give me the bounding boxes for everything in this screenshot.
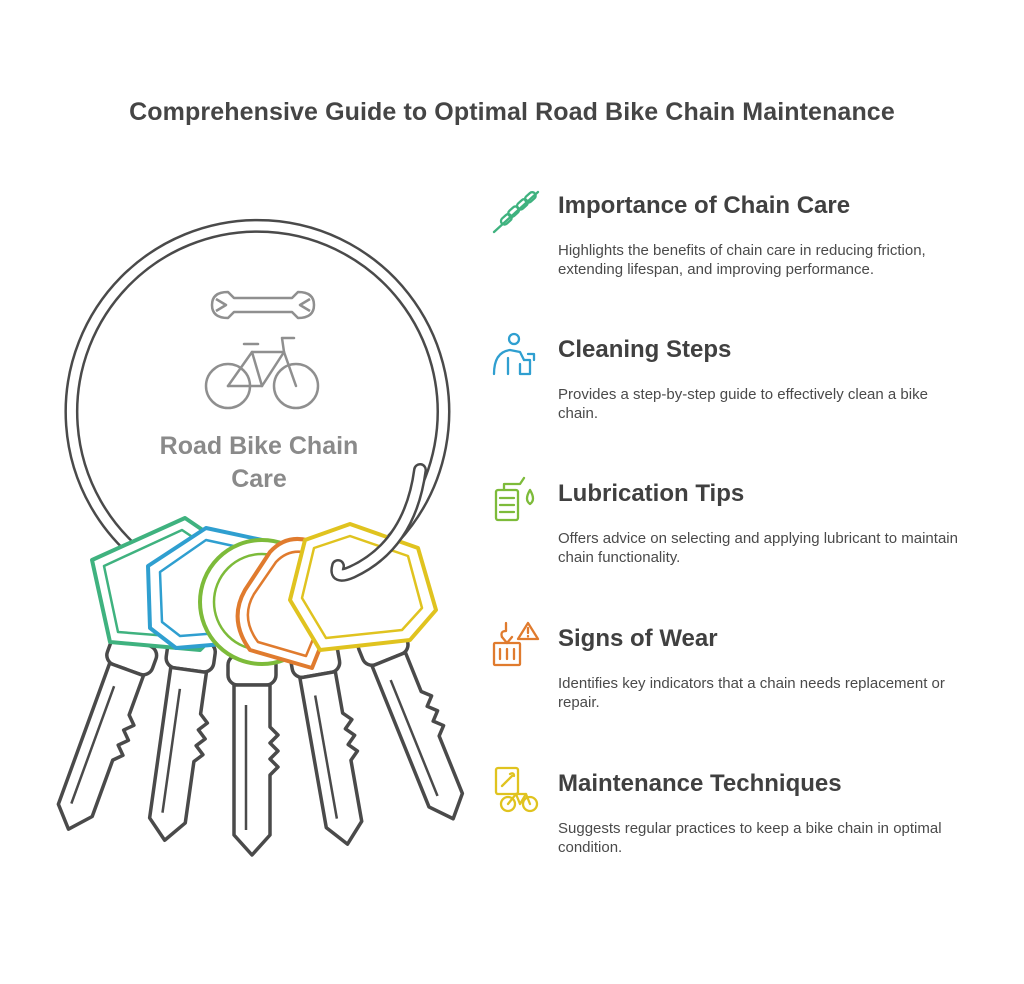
key-2 — [147, 636, 218, 842]
key-1 — [56, 634, 159, 831]
item-heading: Maintenance Techniques — [558, 770, 842, 797]
item-heading: Importance of Chain Care — [558, 192, 851, 219]
item-heading: Signs of Wear — [558, 625, 718, 652]
wrench-icon — [210, 290, 316, 320]
item-heading: Lubrication Tips — [558, 480, 745, 507]
key-head-yellow — [288, 522, 438, 652]
oil-can-icon — [494, 476, 535, 522]
warning-crate-icon — [492, 621, 540, 667]
chain-icon — [492, 190, 540, 234]
bicycle-icon — [204, 336, 320, 410]
item-description: Provides a step-by-step guide to effecti… — [558, 386, 928, 422]
bike-repair-icon — [494, 766, 539, 813]
page-title: Comprehensive Guide to Optimal Road Bike… — [129, 98, 895, 126]
item-description: Offers advice on selecting and applying … — [558, 530, 958, 566]
cleaning-person-icon — [492, 332, 536, 376]
key-ring-end — [330, 463, 427, 582]
key-3 — [226, 653, 280, 857]
center-label: Road Bike Chain Care — [159, 432, 359, 493]
item-heading: Cleaning Steps — [558, 336, 732, 363]
item-description: Identifies key indicators that a chain n… — [558, 675, 945, 711]
item-description: Highlights the benefits of chain care in… — [558, 242, 926, 278]
item-description: Suggests regular practices to keep a bik… — [558, 820, 942, 856]
key-5 — [356, 623, 465, 821]
key-4 — [288, 640, 364, 846]
key-ring — [64, 218, 451, 579]
